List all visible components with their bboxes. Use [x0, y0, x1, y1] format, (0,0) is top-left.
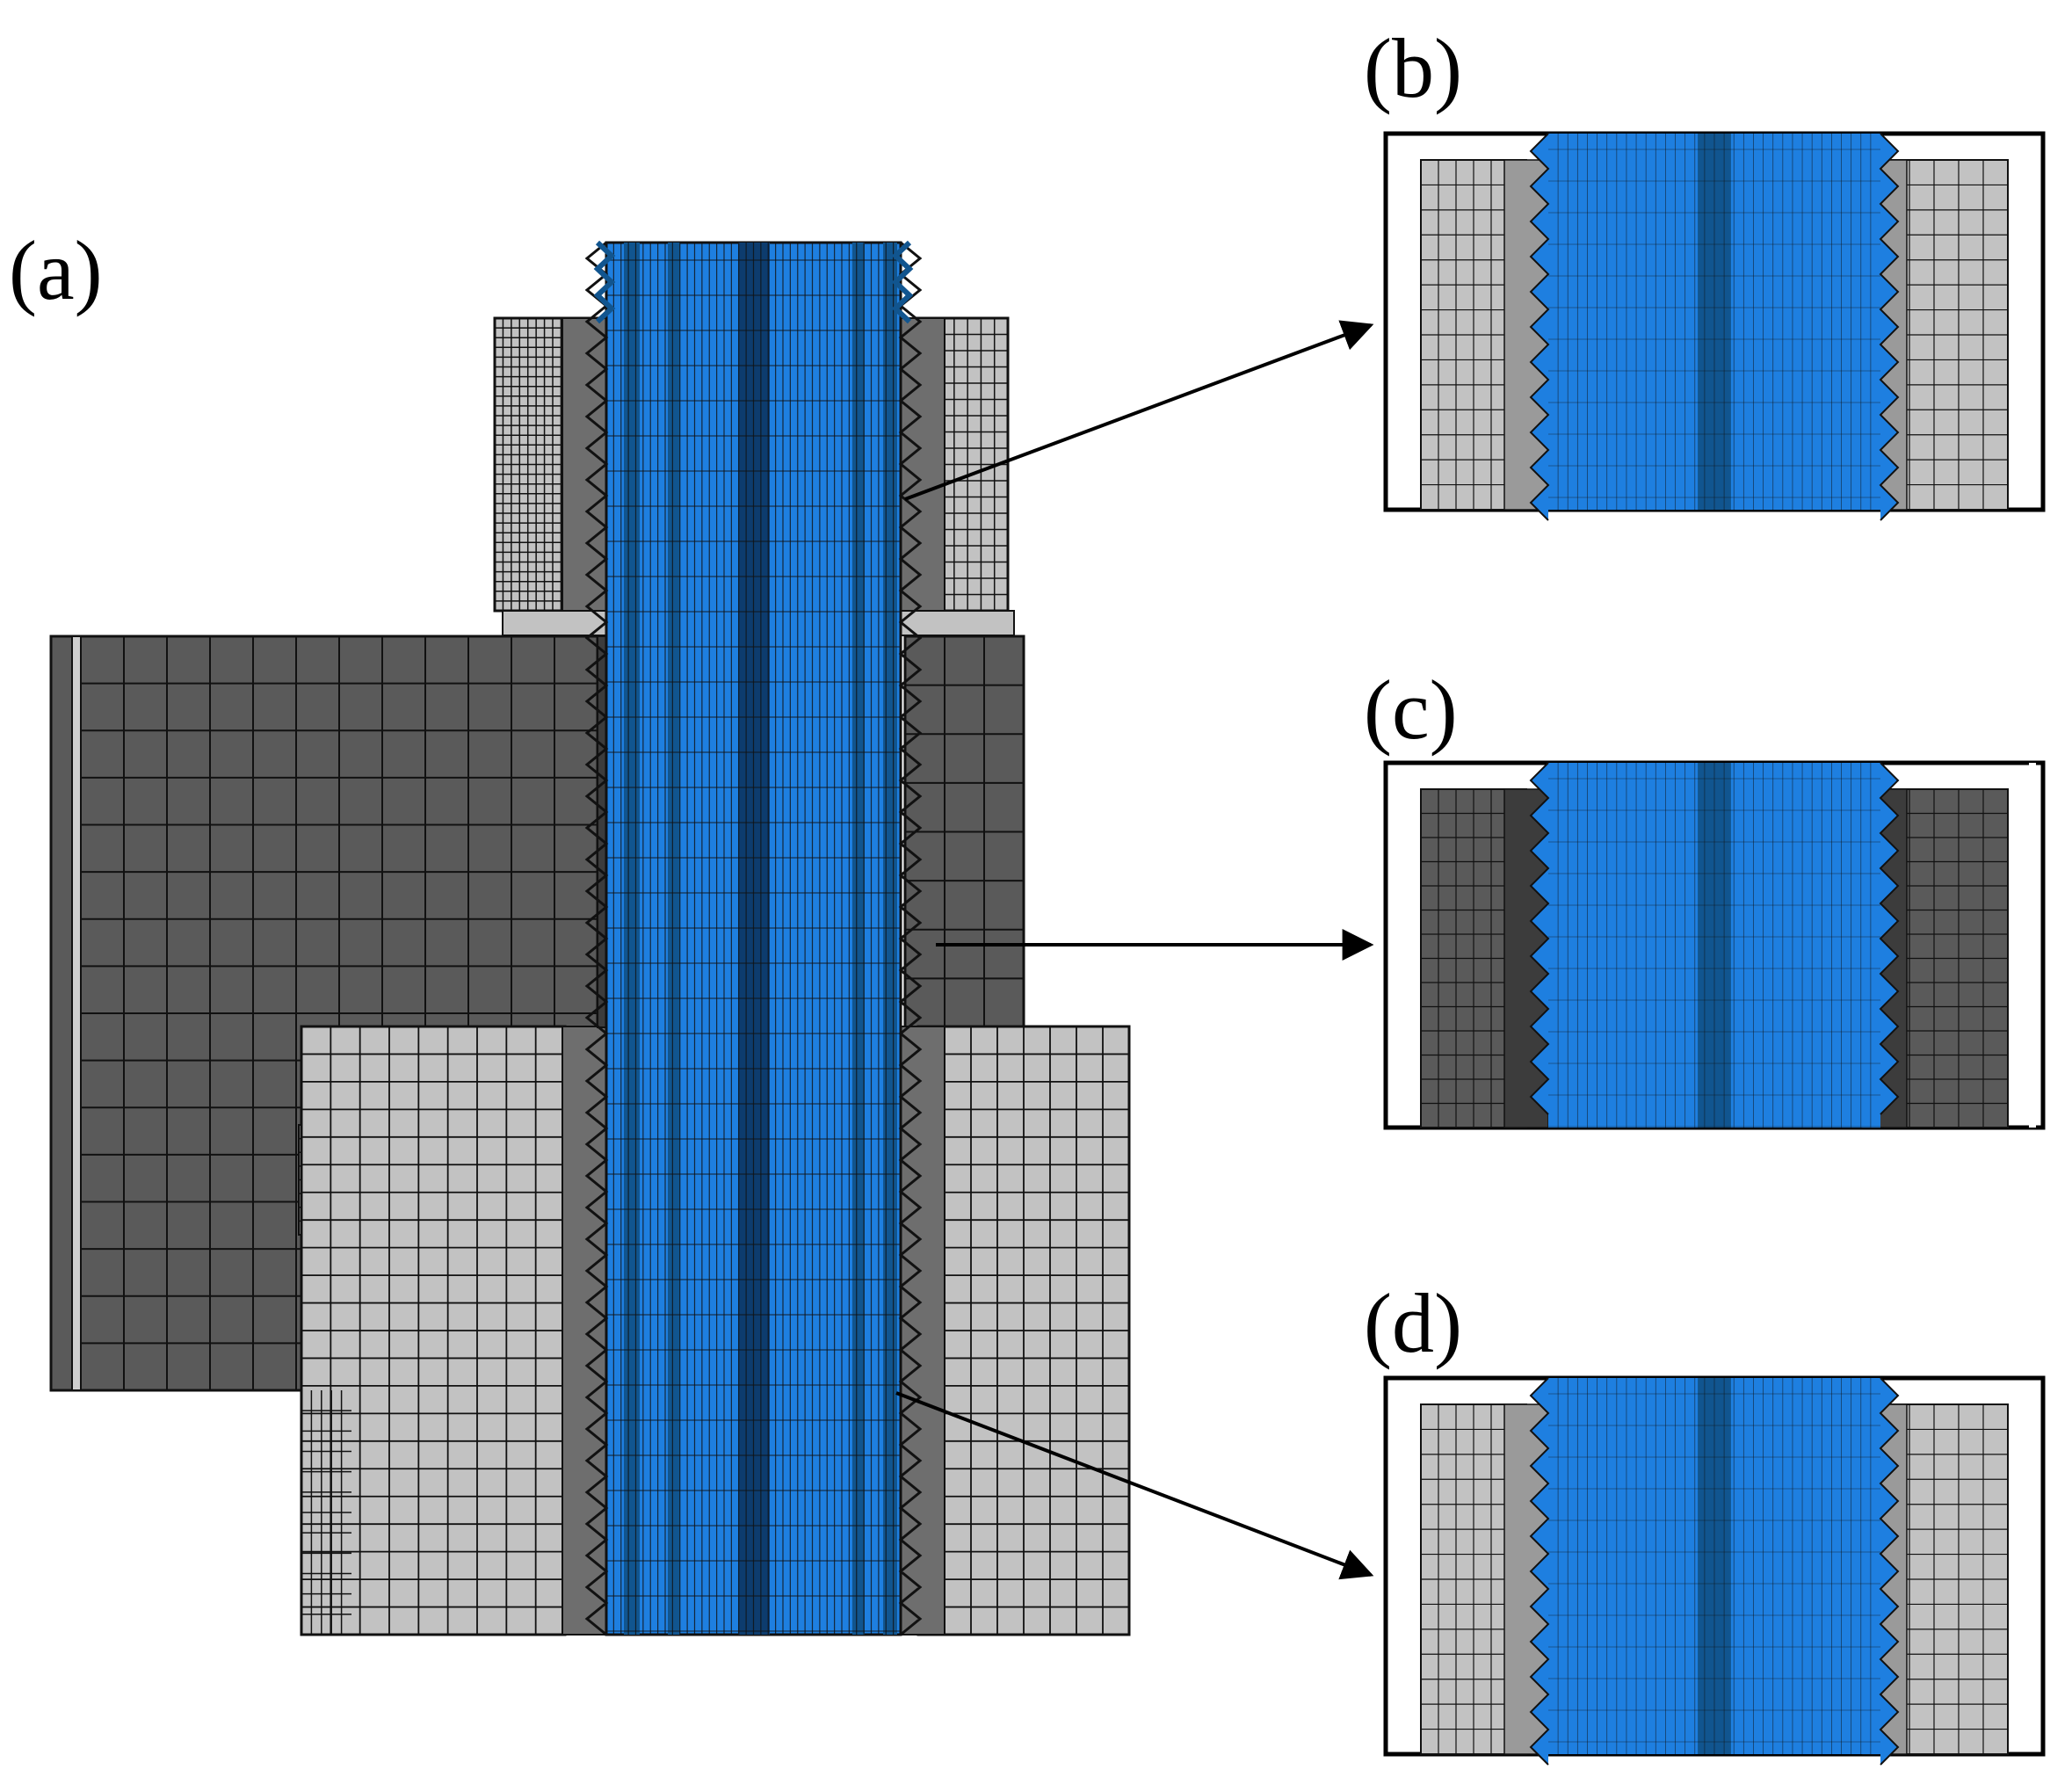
arrow-to-d [895, 1391, 1374, 1580]
side-right-grid [1885, 1404, 2008, 1754]
lower-left-fine-grid [301, 1390, 351, 1635]
thread-right-edge [898, 241, 923, 1636]
panel-a-assembly [49, 240, 1131, 1636]
panel-c-detail [1383, 760, 2046, 1130]
panel-d-detail [1383, 1375, 2046, 1766]
bolt-core-horizontal-mesh [1548, 149, 1880, 498]
bolt-core-horizontal-mesh [1548, 1393, 1880, 1743]
white-gap [2029, 763, 2036, 1128]
core-thread-left [1529, 762, 1550, 1115]
core-thread-left [1529, 1377, 1550, 1766]
bolt-core-horizontal-mesh [1548, 778, 1880, 1128]
bolt-top-thread-right [891, 240, 914, 324]
plate-right-grid [905, 636, 1024, 1027]
label-c: (c) [1364, 663, 1458, 757]
core-thread-right [1879, 133, 1900, 521]
bolt-stripe [668, 243, 680, 1635]
panel-c-content [1420, 762, 2036, 1128]
bolt-top-thread-left [593, 240, 616, 324]
lower-left-grid [301, 1026, 565, 1635]
bolt-vertical-mesh [612, 243, 895, 1635]
bolt-shank [584, 240, 923, 1636]
panel-b-detail [1383, 131, 2046, 521]
label-a: (a) [9, 223, 103, 317]
plate-right-mesh [905, 636, 1024, 1027]
panel-b-content [1420, 133, 2009, 521]
thread-left-edge [584, 241, 609, 1636]
core-thread-left [1529, 133, 1550, 521]
bolt-stripe [624, 243, 640, 1635]
side-right-grid [1885, 160, 2008, 510]
panel-d-content [1420, 1377, 2009, 1766]
label-d: (d) [1364, 1276, 1462, 1370]
side-right-grid [1885, 789, 2008, 1128]
plate-left-strip [71, 635, 82, 1391]
bolt-core-vertical-mesh [1557, 134, 1872, 510]
bolt-stripe [852, 243, 865, 1635]
bolt-core-vertical-mesh [1557, 1378, 1872, 1754]
bolt-stripe [883, 243, 897, 1635]
label-b: (b) [1364, 21, 1462, 115]
arrow-to-b [904, 320, 1374, 501]
bolt-horizontal-mesh [606, 259, 901, 1632]
core-thread-right [1879, 1377, 1900, 1766]
bolt-core-vertical-mesh [1557, 763, 1872, 1128]
core-thread-right [1879, 762, 1900, 1115]
